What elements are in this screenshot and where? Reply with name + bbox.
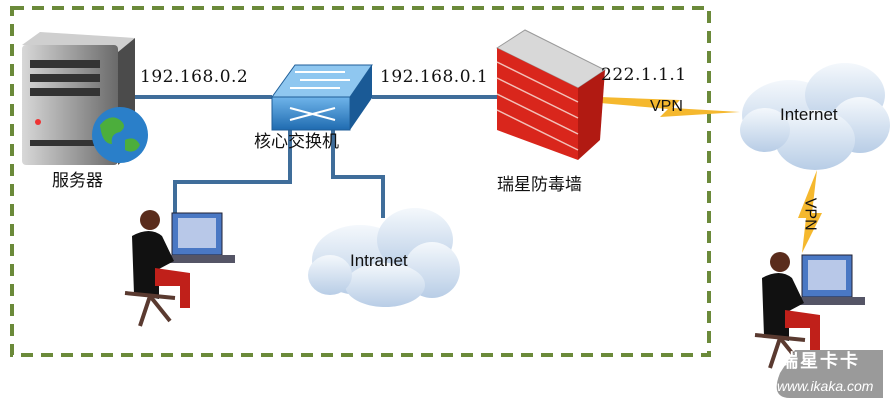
remote-user-workstation-icon bbox=[754, 252, 865, 369]
server-icon bbox=[22, 32, 148, 165]
watermark-badge bbox=[776, 350, 883, 398]
user-workstation-icon bbox=[124, 210, 235, 327]
server-ip-label: 192.168.0.2 bbox=[140, 67, 249, 87]
intranet-boundary bbox=[10, 6, 711, 357]
core-switch-icon bbox=[271, 64, 373, 131]
server-label: 服务器 bbox=[52, 171, 103, 191]
intranet-label: Intranet bbox=[350, 251, 408, 270]
firewall-icon bbox=[495, 29, 606, 160]
network-links bbox=[135, 95, 500, 218]
vpn-label-horizontal: VPN bbox=[650, 98, 683, 115]
watermark-url: www.ikaka.com bbox=[777, 378, 874, 394]
switch-ip-label: 192.168.0.1 bbox=[380, 67, 489, 87]
internet-label: Internet bbox=[780, 105, 838, 124]
internet-cloud-icon bbox=[740, 63, 890, 170]
intranet-cloud-icon bbox=[308, 208, 460, 307]
watermark-brand: 瑞星卡卡 bbox=[780, 351, 860, 372]
vpn-link-horizontal bbox=[600, 97, 740, 117]
vpn-label-vertical: VPN bbox=[801, 197, 819, 231]
vpn-link-vertical bbox=[798, 170, 822, 253]
firewall-label: 瑞星防毒墙 bbox=[497, 175, 582, 195]
switch-label: 核心交换机 bbox=[254, 132, 339, 152]
firewall-ip-label: 222.1.1.1 bbox=[601, 65, 687, 85]
